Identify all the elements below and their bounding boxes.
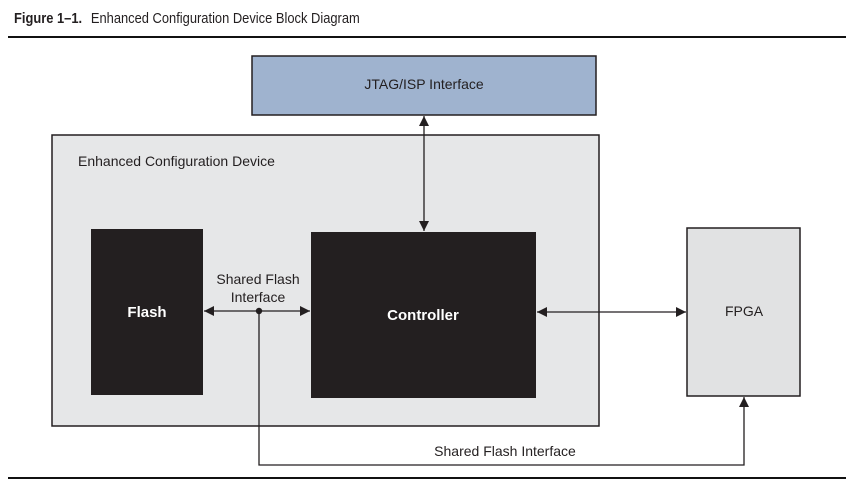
shared-flash-interface-label: Shared Flash Interface [434,443,576,459]
bottom-rule [8,477,846,479]
fpga-label: FPGA [725,303,764,319]
flash-label: Flash [127,304,166,321]
flash-block: Flash [91,229,203,395]
jtag-isp-block: JTAG/ISP Interface [251,55,597,116]
figure-number: Figure 1–1. [14,10,83,27]
controller-label: Controller [387,307,459,324]
flash-fpga-connector [258,311,749,466]
fpga-block: FPGA [686,227,801,397]
figure-caption: Figure 1–1. Enhanced Configuration Devic… [14,10,360,27]
figure-title: Enhanced Configuration Device Block Diag… [90,10,360,27]
shared-flash-label-line2: Interface [231,289,286,305]
shared-flash-label-line1: Shared Flash [216,271,299,287]
top-rule [8,36,846,38]
device-label: Enhanced Configuration Device [78,153,275,169]
jtag-isp-label: JTAG/ISP Interface [364,76,484,92]
controller-block: Controller [311,232,536,398]
